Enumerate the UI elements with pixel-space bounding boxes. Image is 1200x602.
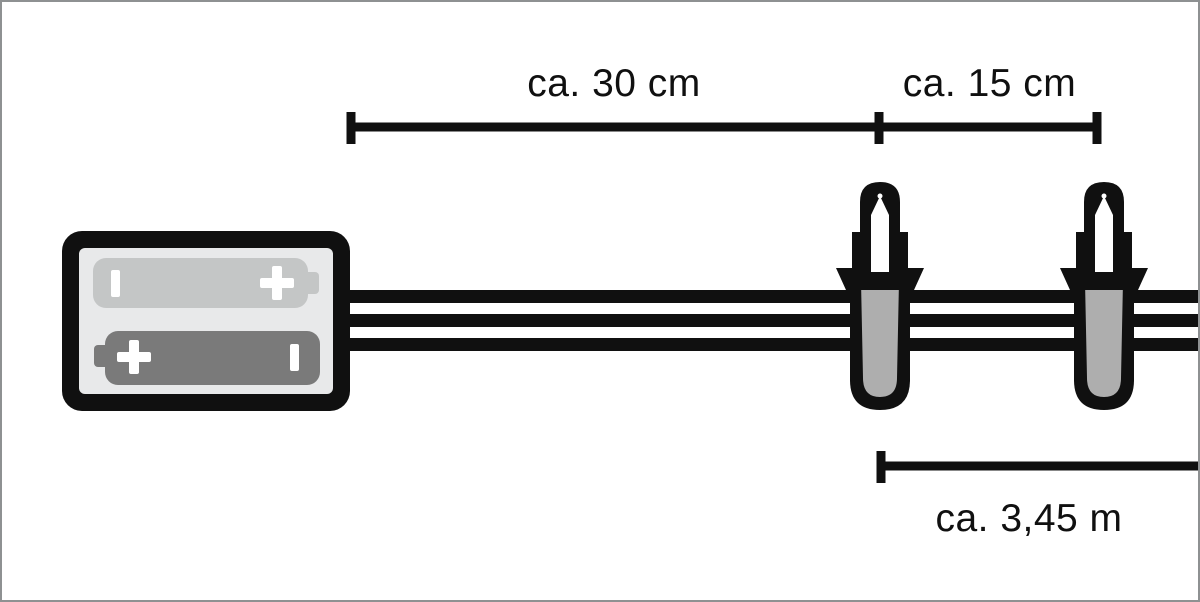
dimension-line-30cm bbox=[346, 112, 879, 144]
battery-box bbox=[62, 231, 350, 411]
dimension-line-15cm bbox=[874, 112, 1102, 144]
bulb-1 bbox=[836, 182, 924, 410]
dimension-line-345m bbox=[876, 451, 1200, 483]
bulb-2 bbox=[1060, 182, 1148, 410]
dimension-label-lead-length: ca. 30 cm bbox=[527, 62, 701, 105]
battery-top bbox=[93, 258, 319, 308]
dimension-label-bulb-spacing: ca. 15 cm bbox=[902, 62, 1077, 105]
cable-wires bbox=[347, 290, 1200, 351]
battery-bottom bbox=[94, 331, 320, 385]
dimension-label-lit-length: ca. 3,45 m bbox=[935, 497, 1123, 540]
